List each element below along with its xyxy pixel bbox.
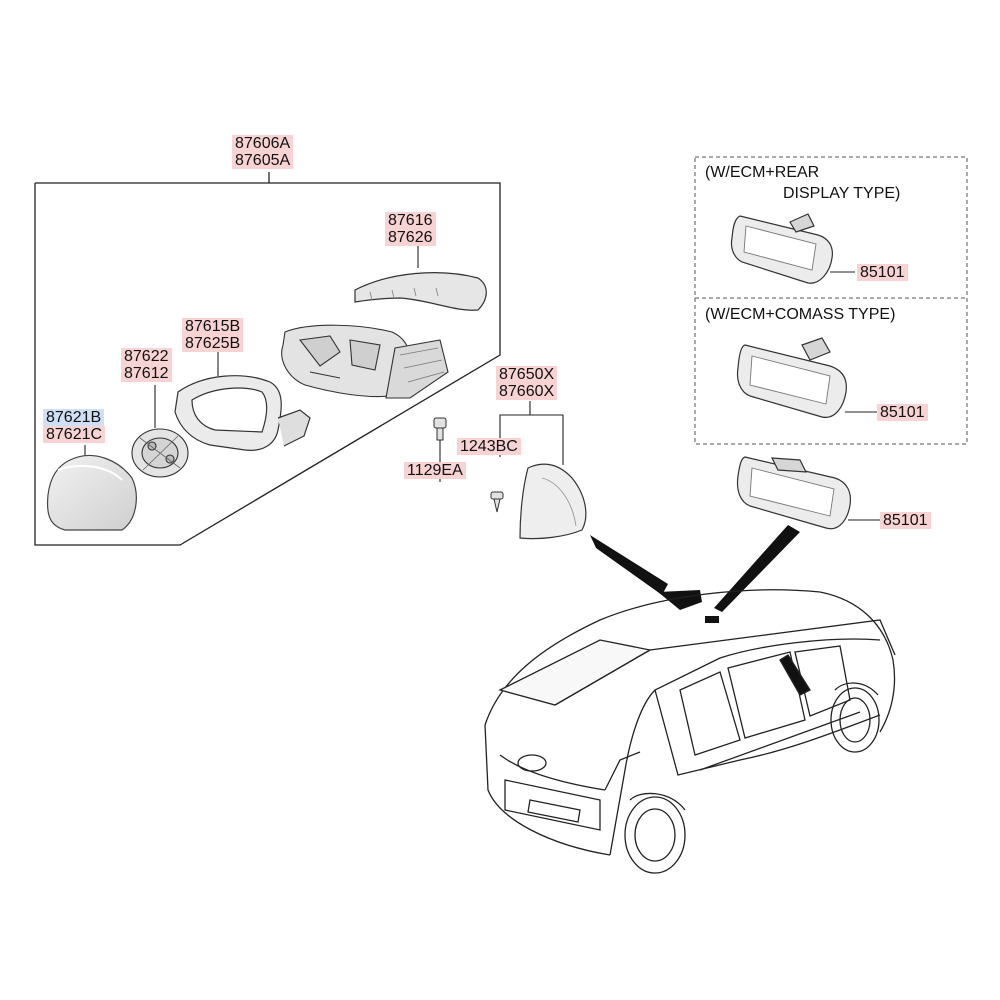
option-note-compass: (W/ECM+COMASS TYPE) — [705, 306, 896, 323]
part-label-87621C[interactable]: 87621C — [43, 426, 106, 443]
mirror-body-part — [281, 324, 449, 399]
part-label-87605A[interactable]: 87605A — [232, 152, 294, 169]
part-label-87615B[interactable]: 87615B — [182, 318, 244, 335]
option-boxes — [694, 156, 968, 445]
part-label-85101-compass[interactable]: 85101 — [877, 404, 928, 421]
part-label-87606A[interactable]: 87606A — [232, 135, 294, 152]
part-label-85101-standard[interactable]: 85101 — [880, 512, 931, 529]
mirror-cover-part — [354, 272, 487, 311]
part-label-87622[interactable]: 87622 — [121, 348, 172, 365]
part-label-87626[interactable]: 87626 — [385, 229, 436, 246]
part-label-87650X[interactable]: 87650X — [496, 366, 558, 383]
part-label-87621B[interactable]: 87621B — [43, 409, 105, 426]
mirror-actuator-part — [131, 428, 189, 478]
part-label-1129EA[interactable]: 1129EA — [404, 462, 466, 479]
location-arrows — [590, 525, 800, 623]
part-label-85101-rear-display[interactable]: 85101 — [857, 264, 908, 281]
compass-mirror-part — [736, 337, 847, 418]
part-label-87612[interactable]: 87612 — [121, 365, 172, 382]
triangle-cover-part — [519, 463, 587, 540]
option-note-rear-display-line2: DISPLAY TYPE) — [783, 185, 901, 202]
screw-part — [433, 417, 447, 441]
screw-small-part — [490, 491, 504, 513]
part-label-1243BC[interactable]: 1243BC — [457, 438, 521, 455]
part-label-87616[interactable]: 87616 — [385, 212, 436, 229]
part-label-87625B[interactable]: 87625B — [182, 335, 244, 352]
mirror-assembly-frame — [34, 172, 501, 546]
part-label-87660X[interactable]: 87660X — [496, 383, 558, 400]
vehicle-illustration — [484, 589, 896, 874]
mirror-housing-frame-part — [174, 375, 311, 451]
rear-display-mirror-part — [730, 213, 833, 284]
standard-mirror-part — [736, 456, 852, 530]
option-note-rear-display-line1: (W/ECM+REAR — [705, 164, 820, 181]
mirror-glass-part — [46, 454, 137, 531]
